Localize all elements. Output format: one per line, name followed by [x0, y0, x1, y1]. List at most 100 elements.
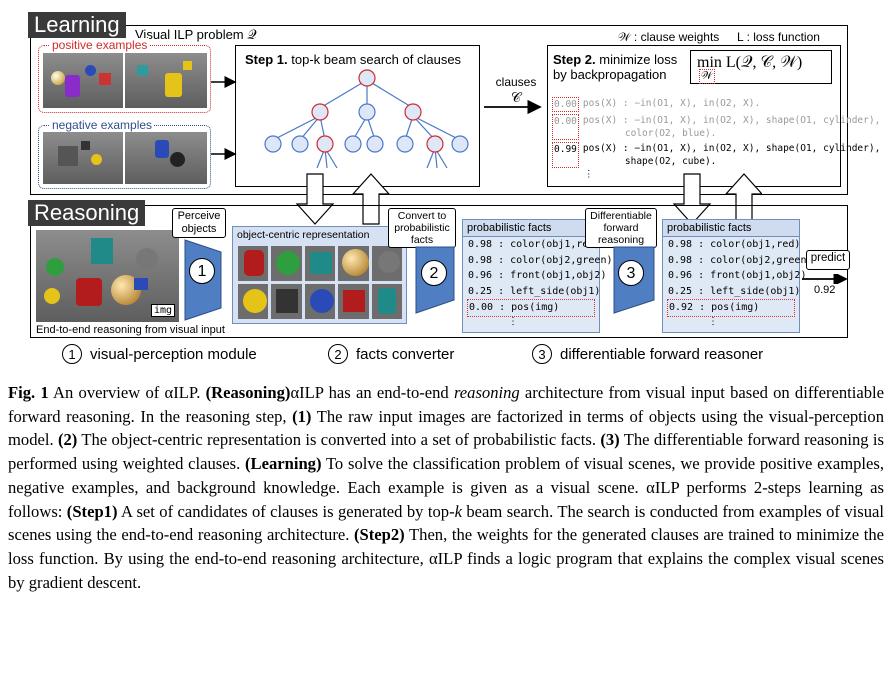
loss-formula: min L(𝒬, 𝒞, 𝒲) 𝒲: [690, 50, 832, 84]
clauses-ellipsis: ⋮: [584, 169, 594, 180]
object-repr-panel: object-centric representation: [232, 226, 407, 324]
clause-row: 0.99 pos(X) : −in(O1, X), in(O2, X), sha…: [552, 142, 880, 168]
negative-scene-1: [43, 132, 123, 184]
negative-scene-2: [125, 132, 207, 184]
step1-title: Step 1.: [245, 52, 288, 67]
caption-body: An overview of αILP. (Reasoning)αILP has…: [8, 383, 884, 592]
perceive-label-box: [172, 208, 226, 238]
clause-row: 0.00 pos(X) : −in(O1, X), in(O2, X), sha…: [552, 114, 880, 140]
weights-label: 𝒲 : clause weights: [618, 30, 720, 44]
block-arrows-right: [672, 173, 762, 225]
step1-box: [235, 45, 480, 187]
positive-examples-label: positive examples: [50, 38, 150, 52]
caption-run: A set of candidates of clauses is genera…: [117, 501, 455, 521]
object-crop: [238, 246, 269, 281]
object-crop: [371, 284, 402, 319]
module-3-number: 3: [618, 260, 644, 286]
img-tag: img: [151, 304, 176, 317]
caption-run: αILP has an end-to-end: [290, 383, 454, 402]
caption-run: (2): [57, 430, 78, 450]
object-crop: [271, 246, 302, 281]
object-crop: [338, 284, 369, 319]
fact-row: 0.98 : color(obj2,green): [468, 254, 613, 266]
clause-weight: 0.99: [552, 142, 579, 168]
object-crop: [304, 246, 336, 281]
weighted-clauses: 0.00 pos(X) : −in(O1, X), in(O2, X). 0.0…: [552, 97, 880, 181]
loss-min: min: [697, 54, 722, 71]
object-crop: [304, 284, 336, 319]
caption-run: (3): [600, 430, 620, 450]
fact-row: 0.96 : front(obj1,obj2): [468, 270, 607, 281]
convert-label: Convert to probabilistic facts: [394, 210, 450, 246]
arrow-step1-to-step2: [484, 100, 542, 114]
caption-run: reasoning: [453, 383, 520, 402]
facts-head: probabilistic facts: [663, 220, 799, 237]
clause-weight: 0.00: [552, 97, 579, 112]
fact-row: 0.98 : color(obj1,red): [668, 239, 801, 250]
facts-ellipsis: ⋮: [508, 315, 518, 327]
caption-run: (Reasoning): [205, 383, 291, 402]
caption-run: The raw input images are factorized in t…: [8, 406, 884, 450]
caption-fig-label: Fig. 1: [8, 383, 49, 402]
clause-text: pos(X) : −in(O1, X), in(O2, X), shape(O1…: [582, 115, 881, 126]
learning-panel: [30, 25, 848, 195]
caption-run: The object-centric representation is con…: [77, 430, 601, 450]
caption-run: (Step2): [354, 525, 405, 545]
legend-item: 2 facts converter: [328, 344, 454, 364]
caption-run: Then, the weights for the generated clau…: [8, 525, 884, 592]
loss-sub: 𝒲: [699, 69, 715, 84]
predict-value: 0.92: [814, 284, 836, 296]
predict-arrow: [802, 274, 848, 284]
e2e-label: End-to-end reasoning from visual input: [36, 324, 225, 336]
reasoning-title: Reasoning: [28, 200, 146, 226]
loss-body: L(𝒬, 𝒞, 𝒲): [725, 54, 803, 71]
fact-row: 0.25 : left_side(obj1): [668, 285, 801, 297]
positive-scene-1: [43, 53, 123, 108]
step1-text: top-k beam search of clauses: [291, 52, 462, 67]
caption-run: (1): [292, 406, 312, 426]
fact-row: 0.98 : color(obj2,green): [668, 254, 813, 266]
clause-row: 0.00 pos(X) : −in(O1, X), in(O2, X).: [552, 97, 837, 112]
positive-scene-2: [125, 53, 207, 108]
clause-text: pos(X) : −in(O1, X), in(O2, X), shape(O1…: [582, 143, 881, 154]
object-repr-label: object-centric representation: [237, 229, 370, 241]
reasoning-panel: [30, 205, 848, 338]
legend-label: facts converter: [356, 345, 455, 363]
clause-text: pos(X) : −in(O1, X), in(O2, X).: [582, 98, 761, 109]
caption-run: (Learning): [244, 454, 322, 474]
convert-label-box: [388, 208, 456, 248]
caption-run: The differentiable forward reasoning is …: [8, 430, 884, 474]
clauses-word: clauses: [495, 75, 537, 89]
caption-run: beam search. The search is conducted fro…: [8, 501, 884, 545]
negative-examples-label: negative examples: [50, 118, 155, 132]
legend-item: 3 differentiable forward reasoner: [532, 344, 763, 364]
learning-title: Learning: [28, 12, 126, 38]
fact-row-target: 0.92 : pos(img): [667, 299, 795, 317]
predict-label: predict: [810, 252, 846, 264]
caption-run: To solve the classification problem of v…: [8, 454, 884, 521]
block-arrows-left: [295, 173, 390, 225]
ilp-problem-label: Visual ILP problem 𝒬: [135, 27, 257, 42]
loss-label: L : loss function: [737, 30, 820, 44]
facts-panel-left: probabilistic facts 0.98 : color(obj1,re…: [462, 219, 613, 333]
diff-label-box: [585, 208, 657, 248]
perceive-label: Perceive objects: [177, 210, 221, 235]
facts-head: probabilistic facts: [463, 220, 599, 237]
legend-number: 1: [62, 344, 82, 364]
facts-ellipsis: ⋮: [708, 315, 718, 327]
module-2-number: 2: [421, 260, 447, 286]
facts-panel-right: probabilistic facts 0.98 : color(obj1,re…: [662, 219, 813, 333]
arrows-examples-to-step1: [211, 76, 237, 160]
caption-run: (Step1): [66, 501, 118, 521]
clause-text-cont: shape(O2, cube).: [624, 156, 717, 167]
legend-item: 1 visual-perception module: [62, 344, 257, 364]
object-crop: [238, 284, 269, 319]
step2-text-1: minimize loss: [599, 52, 678, 67]
object-crops: [238, 246, 402, 319]
predict-box: [806, 250, 850, 270]
diff-label: Differentiable forward reasoning: [590, 210, 652, 246]
object-crop: [271, 284, 302, 319]
clause-text-cont: color(O2, blue).: [624, 128, 717, 139]
object-crop: [371, 246, 402, 281]
step2-title: Step 2.: [553, 52, 596, 67]
